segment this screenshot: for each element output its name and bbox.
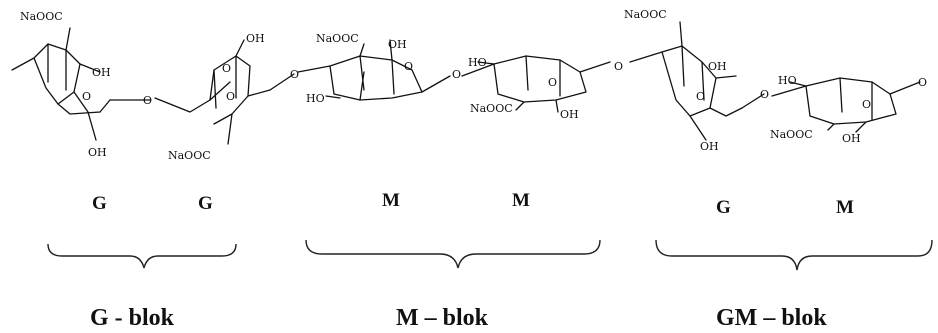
m2-ring-o-label: O: [548, 76, 557, 89]
gm-block-label: GM – blok: [716, 305, 827, 331]
g2-nacooc-label: NaOOC: [168, 149, 211, 162]
g2-ring-o2-label: O: [226, 90, 235, 103]
g3-link-o-label: O: [760, 88, 769, 101]
m3-ring-o-label: O: [862, 98, 871, 111]
m2-ho-label: HO: [468, 56, 487, 69]
m3-ho-label: HO: [778, 74, 797, 87]
g1-ring-o-label: O: [82, 90, 91, 103]
g3-oh-bottom-label: OH: [700, 140, 719, 153]
ring-g2: [154, 39, 295, 145]
ring-g1: [11, 27, 151, 141]
g-block-brace: [47, 243, 237, 269]
g-block-label: G - blok: [90, 305, 175, 331]
unit-label: G: [198, 193, 213, 214]
g1-oh-label: OH: [92, 66, 111, 79]
g3-nacooc-label: NaOOC: [624, 8, 667, 21]
g1-link-o-label: O: [143, 94, 152, 107]
m2-link-o-label: O: [614, 60, 623, 73]
m1-ring-o-label: O: [404, 60, 413, 73]
ring-m3: [771, 77, 921, 133]
ring-m2: [461, 55, 611, 113]
gm-block-brace: [655, 239, 933, 271]
m2-oh-label: OH: [560, 108, 579, 121]
m3-nacooc-label: NaOOC: [770, 128, 813, 141]
unit-label: M: [382, 190, 400, 211]
g2-oh-label: OH: [246, 32, 265, 45]
g2-link-o-label: O: [290, 68, 299, 81]
unit-label: M: [836, 197, 854, 218]
m3-end-o-label: O: [918, 76, 927, 89]
m1-ho-label: HO: [306, 92, 325, 105]
unit-label: M: [512, 190, 530, 211]
ring-m1: [297, 39, 451, 101]
g1-nacooc-label: NaOOC: [20, 10, 63, 23]
unit-label: G: [92, 193, 107, 214]
g3-ring-o-label: O: [696, 90, 705, 103]
m3-oh-label: OH: [842, 132, 861, 145]
m-block-label: M – blok: [396, 305, 489, 331]
m1-oh-label: OH: [388, 38, 407, 51]
ring-g3: [629, 21, 765, 141]
g2-ring-o-label: O: [222, 62, 231, 75]
g1-oh-bottom-label: OH: [88, 146, 107, 159]
g3-oh-label: OH: [708, 60, 727, 73]
m1-link-o-label: O: [452, 68, 461, 81]
m2-nacooc-label: NaOOC: [470, 102, 513, 115]
m1-nacooc-label: NaOOC: [316, 32, 359, 45]
unit-label: G: [716, 197, 731, 218]
m-block-brace: [305, 239, 601, 269]
